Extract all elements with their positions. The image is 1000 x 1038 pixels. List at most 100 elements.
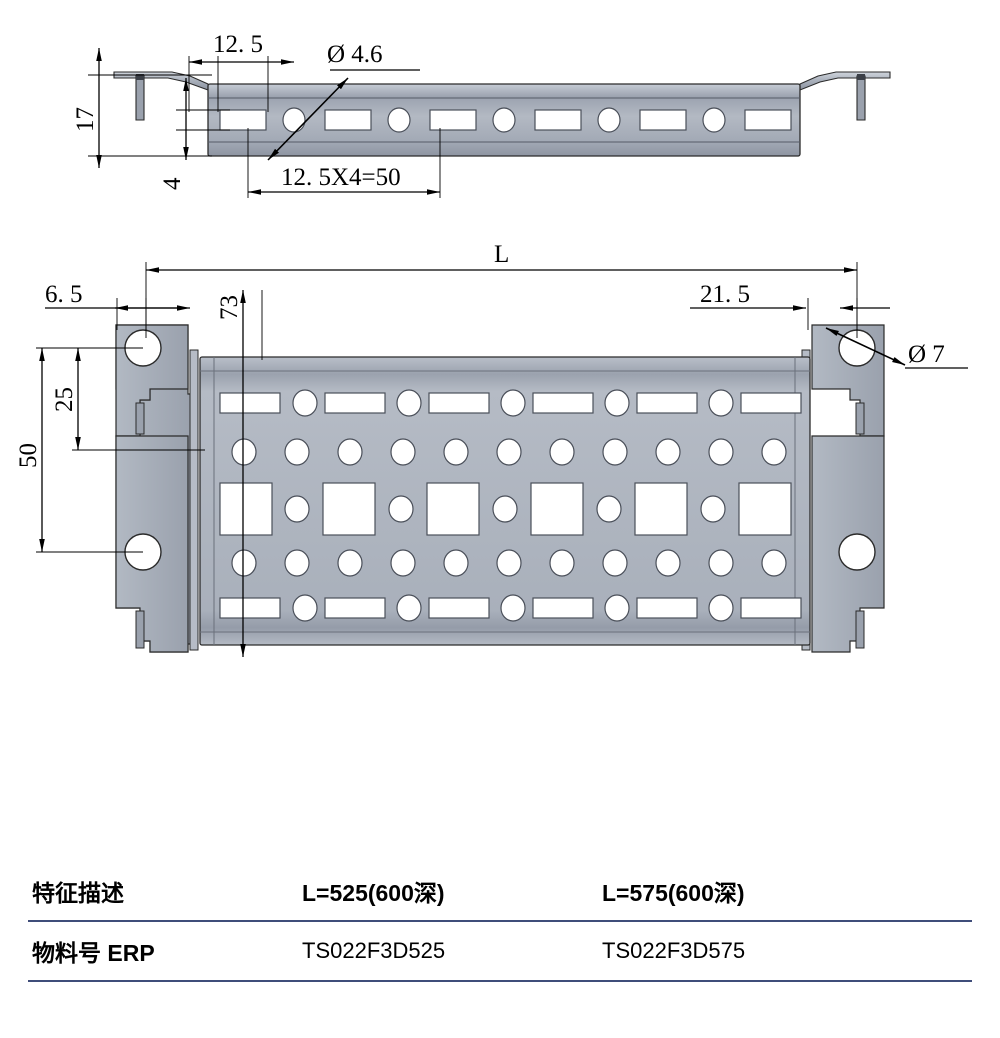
table-divider-bottom xyxy=(28,980,972,982)
plate-hole xyxy=(388,495,414,523)
plate-hole xyxy=(443,438,469,466)
plate-slot xyxy=(740,597,802,619)
plate-slot xyxy=(428,597,490,619)
row-label-erp: 物料号 ERP xyxy=(32,940,155,966)
rail-slot xyxy=(639,109,687,131)
right-bracket-upper-tab xyxy=(855,402,865,435)
left-clip-leg xyxy=(135,75,145,121)
plate-square xyxy=(634,482,688,536)
dim-run50-text: 12. 5X4=50 xyxy=(281,164,401,191)
plate-hole xyxy=(655,549,681,577)
dim-6-5-text: 6. 5 xyxy=(45,281,83,308)
plate-square xyxy=(219,482,273,536)
dim-50-group: 50 xyxy=(15,347,143,553)
plate-slot xyxy=(636,392,698,414)
plate-hole xyxy=(231,438,257,466)
dim-50-text: 50 xyxy=(15,443,42,468)
spec-table: 特征描述 L=525(600深) L=575(600深) xyxy=(28,862,976,920)
spec-table-body: 物料号 ERP TS022F3D525 TS022F3D575 xyxy=(28,922,976,980)
rail-hole xyxy=(702,107,726,133)
rail-slot xyxy=(744,109,792,131)
plate-hole xyxy=(284,549,310,577)
spec-table-wrap: 特征描述 L=525(600深) L=575(600深) 物料号 ERP TS0… xyxy=(0,862,1000,1038)
plate-hole xyxy=(292,594,318,622)
plate-hole xyxy=(390,438,416,466)
rail-hole xyxy=(597,107,621,133)
right-clip-arm xyxy=(799,71,891,91)
left-clip-joint xyxy=(136,74,144,80)
rail-slot xyxy=(429,109,477,131)
dim-dia7-text: Ø 7 xyxy=(908,341,945,368)
plate-slot xyxy=(636,597,698,619)
plate-slot xyxy=(740,392,802,414)
plate-slot xyxy=(324,392,386,414)
plate-circle-row-upper xyxy=(231,438,787,466)
plate-hole xyxy=(284,438,310,466)
plate-hole xyxy=(500,594,526,622)
right-bracket-lower-hole xyxy=(838,533,876,571)
plate-hole xyxy=(596,495,622,523)
plate-square xyxy=(322,482,376,536)
dim-4-group: 4 xyxy=(159,78,230,190)
plate-hole xyxy=(549,549,575,577)
left-bracket-flange xyxy=(189,349,199,651)
dim-25-text: 25 xyxy=(51,387,78,412)
right-clip-joint xyxy=(857,74,865,80)
dim-dia7-group: Ø 7 xyxy=(825,327,968,369)
header-cell-feature: 特征描述 xyxy=(32,880,124,906)
left-bracket xyxy=(115,324,199,653)
plate-square xyxy=(738,482,792,536)
dim-6-5-group: 6. 5 xyxy=(45,281,190,330)
plate-circle-row-lower xyxy=(231,549,787,577)
left-bracket-upper-tab xyxy=(135,402,145,435)
plate-slot-row-bottom xyxy=(219,594,802,622)
dim-12-5-text: 12. 5 xyxy=(213,31,263,58)
rail-hole xyxy=(282,107,306,133)
plate-square-row xyxy=(219,482,792,536)
plate-slot xyxy=(324,597,386,619)
plate-hole xyxy=(604,594,630,622)
plate-slot xyxy=(532,597,594,619)
dim-run50-group: 12. 5X4=50 xyxy=(247,128,441,198)
left-clip-profile xyxy=(113,71,209,121)
plate-hole xyxy=(708,438,734,466)
plate-hole xyxy=(492,495,518,523)
rail-hole xyxy=(492,107,516,133)
plate-hole xyxy=(708,594,734,622)
table-divider-top xyxy=(28,920,972,922)
plate-hole xyxy=(390,549,416,577)
plate-hole xyxy=(337,549,363,577)
plate-square xyxy=(426,482,480,536)
dim-dia7-leader xyxy=(825,327,906,366)
plate-hole xyxy=(231,549,257,577)
plate-hole xyxy=(761,438,787,466)
rail-slot xyxy=(324,109,372,131)
plate-hole xyxy=(496,438,522,466)
right-clip-profile xyxy=(799,71,891,121)
plate-hole xyxy=(604,389,630,417)
plate-hole xyxy=(496,549,522,577)
plate-hole xyxy=(708,389,734,417)
dim-dia46-leader xyxy=(267,77,349,161)
plate-square xyxy=(530,482,584,536)
plate-slot-row-top xyxy=(219,389,802,417)
table-row: 物料号 ERP TS022F3D525 TS022F3D575 xyxy=(28,922,976,980)
plan-view-group: L 6. 5 73 50 xyxy=(15,241,968,657)
plate-hole xyxy=(549,438,575,466)
row-value-575: TS022F3D575 xyxy=(602,938,746,963)
right-bracket xyxy=(801,324,885,653)
plate-hole xyxy=(396,594,422,622)
plate-hole xyxy=(284,495,310,523)
plate-hole xyxy=(761,549,787,577)
dim-dia46-group: Ø 4.6 xyxy=(267,41,420,161)
table-header-row: 特征描述 L=525(600深) L=575(600深) xyxy=(28,862,976,920)
plate-hole xyxy=(443,549,469,577)
header-cell-variant-575: L=575(600深) xyxy=(602,880,745,906)
rail-hole xyxy=(387,107,411,133)
plate-hole xyxy=(602,549,628,577)
plate-hole xyxy=(396,389,422,417)
rail-slot xyxy=(219,109,267,131)
plate-hole xyxy=(292,389,318,417)
plate-hole xyxy=(700,495,726,523)
